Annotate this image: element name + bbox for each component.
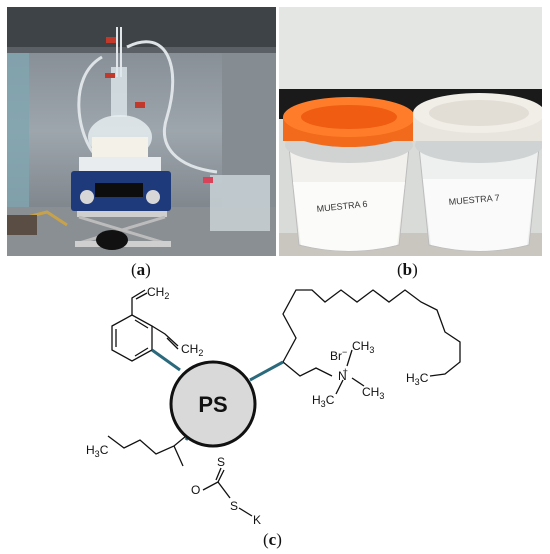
methyl-b-label: CH3 — [362, 385, 384, 401]
photo-lab-reactor — [7, 7, 276, 256]
panel-label-b: (b) — [397, 260, 418, 279]
xanthate-sulfur-bottom: S — [230, 499, 238, 513]
methyl-c-label: H3C — [312, 393, 335, 409]
panel-label-c: (c) — [263, 530, 282, 549]
sample-jars-illustration: MUESTRA 6 MUESTRA 7 — [279, 7, 542, 256]
chain-end-methyl-label: H3C — [406, 371, 429, 387]
xanthate-methyl-label: H3C — [86, 443, 109, 459]
jar-right-label: MUESTRA 7 — [448, 193, 500, 207]
potassium-label: K — [253, 513, 261, 527]
alkyl-chain — [282, 289, 461, 377]
vinyl-top-label: CH2 — [147, 285, 169, 301]
photo-sample-jars: MUESTRA 6 MUESTRA 7 — [279, 7, 542, 256]
quaternary-nitrogen: N+ — [338, 366, 348, 383]
ps-core-label: PS — [198, 392, 227, 417]
vinyl-mid-label: CH2 — [181, 342, 203, 358]
methyl-a-label: CH3 — [352, 339, 374, 355]
xanthate-sulfur-top: S — [217, 455, 225, 469]
xanthate-oxygen: O — [191, 483, 200, 497]
benzene-ring — [111, 314, 153, 362]
polystyrene-functionalization-diagram: PS CH2 CH2 Br− CH3 N+ CH3 H3C H3C H3C O … — [86, 285, 461, 527]
ps-core — [169, 360, 257, 448]
lab-reactor-illustration — [7, 7, 276, 256]
link-core-to-chain — [249, 360, 284, 382]
panel-label-a: (a) — [131, 260, 151, 279]
link-ring-to-core — [151, 348, 181, 372]
bromide-ion: Br− — [330, 347, 347, 363]
